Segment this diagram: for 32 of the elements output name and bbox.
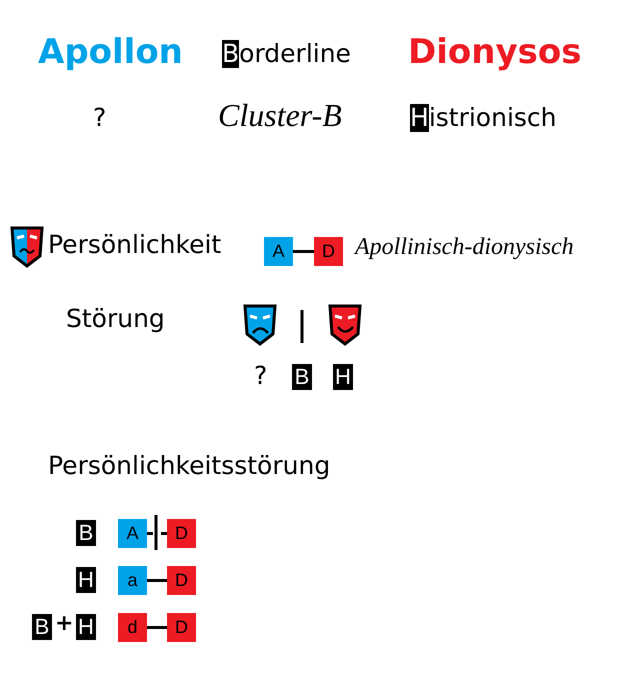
label-text: Störung [66, 305, 165, 332]
letter-badge: H [410, 104, 429, 132]
connector-line [147, 532, 167, 535]
letter-badge: B [76, 520, 96, 546]
plus-sign: + [55, 612, 74, 636]
letter-badge: B [292, 364, 312, 390]
term-text: istrionisch [428, 103, 557, 132]
heading-text: Dionysos [408, 34, 582, 72]
connector-line [293, 250, 314, 253]
connector-line [147, 626, 167, 629]
letter-badge: H [76, 614, 96, 640]
term-text: Apollinisch-dionysisch [355, 234, 574, 260]
letter-box: D [314, 237, 343, 266]
label-text: ? [254, 362, 268, 390]
letter-box: d [118, 613, 147, 642]
letter-badge: H [333, 364, 353, 390]
label-text: Persönlichkeitsstörung [48, 452, 330, 480]
letter-box: D [167, 613, 196, 642]
label-text: ? [93, 104, 106, 132]
letter-badge: B [32, 614, 52, 640]
letter-box: a [118, 566, 147, 595]
label-text: Persönlichkeit [48, 231, 222, 258]
letter-box: D [167, 519, 196, 548]
term-text: orderline [239, 39, 351, 68]
term-text: Cluster-B [218, 98, 342, 134]
letter-box: A [264, 237, 293, 266]
connector-line [147, 579, 167, 582]
letter-box: A [118, 519, 147, 548]
letter-badge: H [76, 567, 96, 593]
heading-text: Apollon [38, 34, 183, 72]
letter-badge: B [222, 40, 240, 68]
letter-box: D [167, 566, 196, 595]
